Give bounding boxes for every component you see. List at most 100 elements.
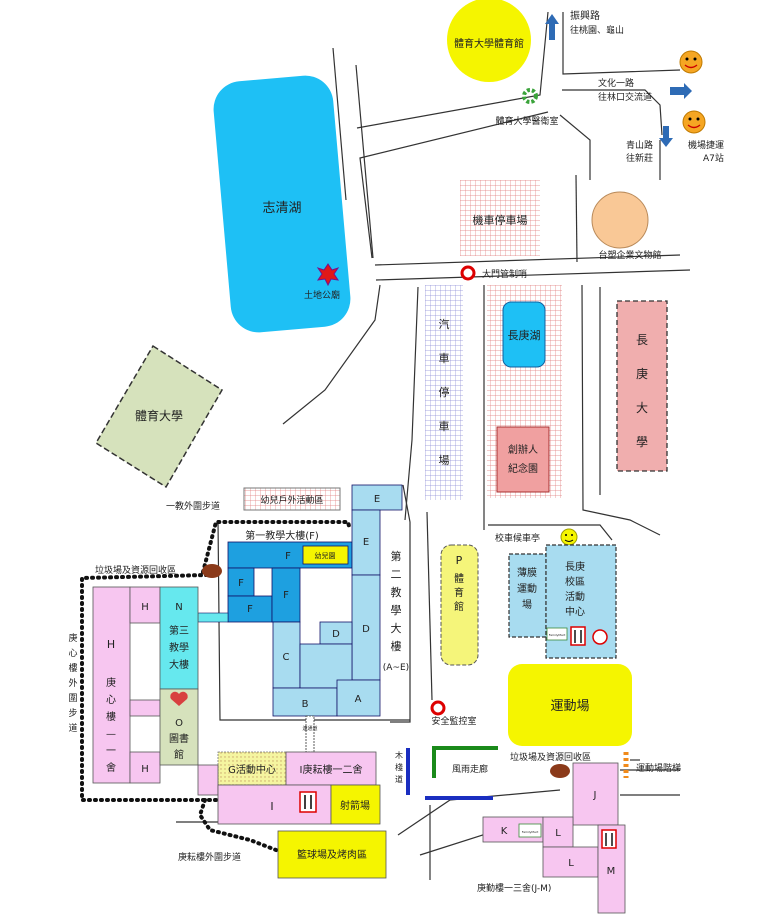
ntsu-area[interactable] xyxy=(94,344,224,489)
building-f-right[interactable] xyxy=(271,567,301,623)
gengqin-label: 庚勤樓一三舍(J-M) xyxy=(477,882,551,894)
car-parking-label-1: 汽 xyxy=(439,317,450,331)
building-f2-letter: F xyxy=(238,578,244,589)
g-center-label: G活動中心 xyxy=(228,763,276,776)
building-b-letter: B xyxy=(302,699,309,710)
building-f-bottom[interactable] xyxy=(227,595,273,623)
gengxin-char-3: 樓 xyxy=(106,710,116,723)
corridor-label: 風雨走廊 xyxy=(452,763,488,775)
temple-icon xyxy=(316,263,340,287)
wenhua-dir: 往林口交流道 xyxy=(598,91,652,103)
membrane-2: 運動 xyxy=(517,582,537,595)
restaurant-icon xyxy=(299,791,317,813)
i-dorm-label: I庚耘樓一二舍 xyxy=(300,763,363,776)
founder-garden[interactable] xyxy=(496,426,550,493)
gym-circle[interactable] xyxy=(447,0,531,82)
building-d[interactable] xyxy=(351,574,381,681)
gate-label: 大門管制哨 xyxy=(482,268,527,280)
cgu-label-1: 長 xyxy=(636,333,648,347)
teach2-char-6: 樓 xyxy=(391,639,402,653)
security-marker-icon xyxy=(430,700,446,716)
building-a[interactable] xyxy=(336,679,381,717)
building-b[interactable] xyxy=(272,687,338,717)
familymart-label-2: FamilyMart xyxy=(522,830,539,834)
stadium[interactable] xyxy=(508,664,632,746)
membrane-1: 薄膜 xyxy=(517,566,537,579)
teach2-char-5: 大 xyxy=(391,621,402,635)
kindergarten-outdoor[interactable] xyxy=(243,487,341,511)
zhenxing-road: 振興路 xyxy=(570,9,600,22)
museum-label: 台塑企業文物館 xyxy=(598,249,661,261)
bridge-n-f xyxy=(197,612,229,623)
gym-p-2: 育 xyxy=(454,586,464,599)
membrane-3: 場 xyxy=(522,598,532,611)
archery-field[interactable] xyxy=(330,784,381,825)
car-parking[interactable] xyxy=(425,285,463,500)
motorcycle-parking[interactable] xyxy=(460,180,540,256)
store-icon xyxy=(592,629,608,645)
membrane-court[interactable] xyxy=(508,553,547,638)
teach3-label-2: 教學 xyxy=(169,641,189,654)
teach3-label-3: 大樓 xyxy=(169,658,189,671)
gengxin-trail-2: 心 xyxy=(68,648,77,659)
zhiqing-lake[interactable] xyxy=(211,73,353,334)
link-walk-label: 連通道 xyxy=(302,725,317,732)
qingshan-dir: 往新莊 xyxy=(626,152,653,164)
teach2-range: (A~E) xyxy=(383,663,409,673)
gym-p-1: 體 xyxy=(454,573,464,585)
building-m-letter: M xyxy=(607,866,616,877)
gengxin-char-5: 一 xyxy=(106,746,116,757)
building-e[interactable] xyxy=(351,509,381,576)
arrow-down-icon xyxy=(659,126,673,147)
library-label-2: 館 xyxy=(174,748,184,761)
arrow-up-icon xyxy=(545,14,559,40)
building-h-main[interactable] xyxy=(92,586,131,784)
building-k-letter: K xyxy=(501,826,508,837)
teach2-char-1: 第 xyxy=(391,549,402,563)
corridor-line xyxy=(432,746,498,778)
cgu-building[interactable] xyxy=(616,300,668,472)
building-j-letter: J xyxy=(593,790,597,801)
familymart-icon xyxy=(546,627,568,641)
building-e2-letter: E xyxy=(363,537,369,548)
building-p-letter: P xyxy=(456,554,463,567)
building-f-mid[interactable] xyxy=(227,567,255,597)
building-c[interactable] xyxy=(272,621,301,689)
familymart-icon xyxy=(518,823,542,838)
building-h1-letter: H xyxy=(107,638,115,651)
kindergarten[interactable] xyxy=(302,545,349,565)
building-p-gym[interactable] xyxy=(440,544,479,666)
teach2-char-2: 二 xyxy=(391,568,402,581)
building-l-upper[interactable] xyxy=(542,816,574,848)
building-f1-letter: F xyxy=(285,551,291,562)
building-e-top[interactable] xyxy=(351,484,403,511)
trails xyxy=(80,520,352,852)
changgeng-lake[interactable] xyxy=(502,301,546,368)
sports-stairs-label: 運動場階梯 xyxy=(636,762,681,774)
building-l2-letter: L xyxy=(568,858,574,869)
library-logo-icon xyxy=(170,691,188,706)
basketball-label: 籃球場及烤肉區 xyxy=(297,848,367,861)
smiley-icon xyxy=(560,528,578,546)
building-h-bottom[interactable] xyxy=(129,751,161,784)
basketball-bbq[interactable] xyxy=(277,830,387,879)
security-label: 安全監控室 xyxy=(431,715,476,727)
building-j[interactable] xyxy=(572,762,619,826)
mrt-station-label: A7站 xyxy=(703,152,724,164)
gengxin-trail-7: 道 xyxy=(68,722,77,734)
building-n[interactable] xyxy=(159,586,199,690)
changgeng-lake-label: 長庚湖 xyxy=(508,328,541,342)
gym-label: 體育大學體育館 xyxy=(454,37,524,50)
building-l1-letter: L xyxy=(555,828,561,839)
museum-circle[interactable] xyxy=(591,191,649,249)
gengxin-trail-6: 步 xyxy=(68,708,77,719)
gengxin-trail-1: 庚 xyxy=(68,632,77,644)
gate-marker-icon xyxy=(460,265,476,281)
building-a-letter: A xyxy=(355,694,362,705)
activity-1: 長庚 xyxy=(565,560,585,573)
car-parking-label-4: 車 xyxy=(439,419,450,433)
car-parking-label-3: 停 xyxy=(439,385,450,399)
building-o-letter: O xyxy=(175,718,183,729)
teach1-label: 第一教學大樓(F) xyxy=(245,529,319,542)
